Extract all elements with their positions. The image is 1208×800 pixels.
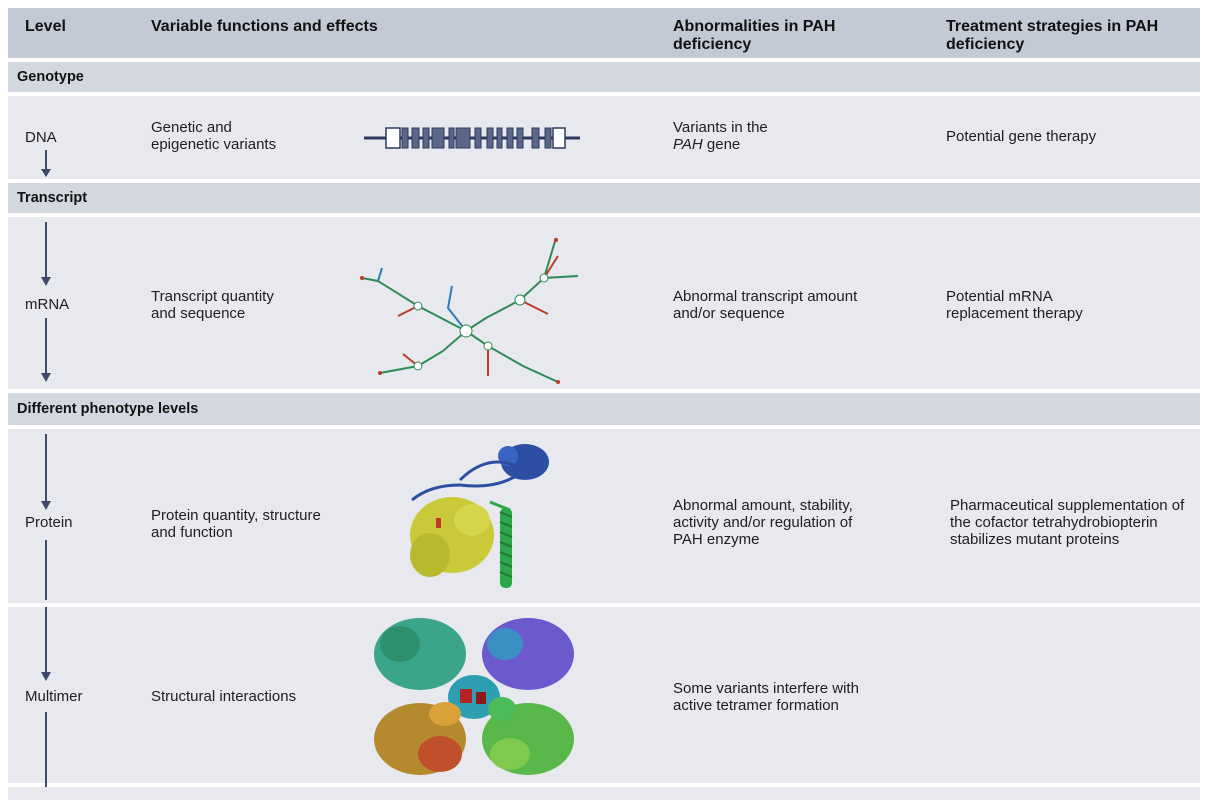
function-protein: Protein quantity, structure and function	[151, 507, 321, 541]
table-row-mrna	[8, 217, 1200, 389]
treatment-protein: Pharmaceutical supplementation of the co…	[950, 497, 1185, 548]
mrna-structure-image	[360, 237, 579, 384]
arrow-down-icon	[41, 150, 51, 177]
function-dna: Genetic and epigenetic variants	[151, 119, 277, 153]
section-title-genotype: Genotype	[17, 69, 84, 85]
abnormality-dna: Variants in the PAH gene	[673, 119, 873, 153]
arrow-down-icon	[41, 318, 51, 382]
section-transcript	[8, 183, 1200, 213]
abnormality-dna-gene: PAH	[673, 136, 703, 153]
arrow-line	[45, 712, 47, 800]
protein-structure-image	[410, 444, 549, 588]
arrow-down-icon	[41, 434, 51, 510]
section-genotype	[8, 62, 1200, 92]
section-title-transcript: Transcript	[17, 190, 88, 206]
header-level: Level	[25, 18, 66, 35]
arrow-line	[45, 540, 47, 600]
level-multimer: Multimer	[25, 688, 83, 705]
header-functions: Variable functions and effects	[151, 18, 378, 35]
abnormality-multimer: Some variants interfere with active tetr…	[673, 680, 859, 714]
table-row-dna	[8, 96, 1200, 179]
section-phenotype	[8, 393, 1200, 425]
header-abnormalities: Abnormalities in PAH deficiency	[673, 18, 836, 53]
table-row-multimer	[8, 607, 1200, 783]
table-header	[8, 8, 1200, 58]
arrow-down-icon	[41, 607, 51, 681]
abnormality-dna-prefix: Variants in the	[673, 119, 768, 136]
table-row-next	[8, 787, 1200, 800]
treatment-mrna: Potential mRNA replacement therapy	[946, 288, 1083, 322]
header-treatment: Treatment strategies in PAH deficiency	[946, 18, 1159, 53]
level-protein: Protein	[25, 514, 73, 531]
level-mrna: mRNA	[25, 296, 70, 313]
gene-diagram	[364, 127, 580, 149]
function-multimer: Structural interactions	[151, 688, 297, 705]
treatment-dna: Potential gene therapy	[946, 128, 1097, 145]
level-dna: DNA	[25, 129, 57, 146]
arrow-down-icon	[41, 222, 51, 286]
abnormality-dna-suffix: gene	[702, 136, 741, 153]
section-title-phenotype: Different phenotype levels	[17, 401, 199, 417]
table-row-protein	[8, 429, 1200, 603]
abnormality-mrna: Abnormal transcript amount and/or sequen…	[673, 288, 858, 322]
abnormality-protein: Abnormal amount, stability, activity and…	[673, 497, 853, 548]
function-mrna: Transcript quantity and sequence	[151, 288, 274, 322]
tetramer-structure-image	[374, 618, 574, 775]
